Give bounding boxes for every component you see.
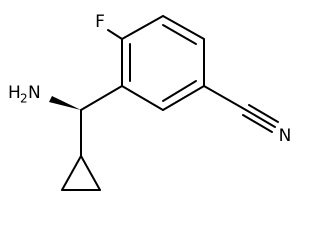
bond-ring-to-fluorine [107,29,123,40]
cyclopropyl-bond-1 [61,155,82,191]
wedge-bond-to-amine [49,96,81,110]
ring-bond-c1-c2 [121,15,164,40]
amine-label: H 2 N [8,83,41,106]
amine-h-label: H [8,83,21,103]
fluorine-label: F [95,12,105,32]
ring-bond-c5-c6 [121,85,164,111]
nitrile-group [203,85,279,133]
bond-ring-to-nitrile-carbon [203,85,247,111]
nitrile-n-label: N [279,126,292,146]
amine-h-count-label: 2 [20,92,28,106]
ring-bond-c4-c5 [162,85,205,111]
amine-n-label: N [28,83,41,103]
bond-ring-to-stereocenter [80,85,123,111]
ring-inner-double-c4-c5 [162,80,197,102]
cyclopropyl-bond-3 [80,155,101,191]
cyclopropyl-ring [61,155,101,191]
ring-inner-double-c2-c3 [162,24,197,45]
chemical-structure: F H 2 N N [8,12,292,191]
nitrile-triple-bond-2 [248,104,279,123]
nitrile-triple-bond-1 [245,109,276,128]
ring-bond-c2-c3 [162,15,205,40]
benzene-ring [121,15,205,111]
nitrile-triple-bond-3 [242,114,273,133]
